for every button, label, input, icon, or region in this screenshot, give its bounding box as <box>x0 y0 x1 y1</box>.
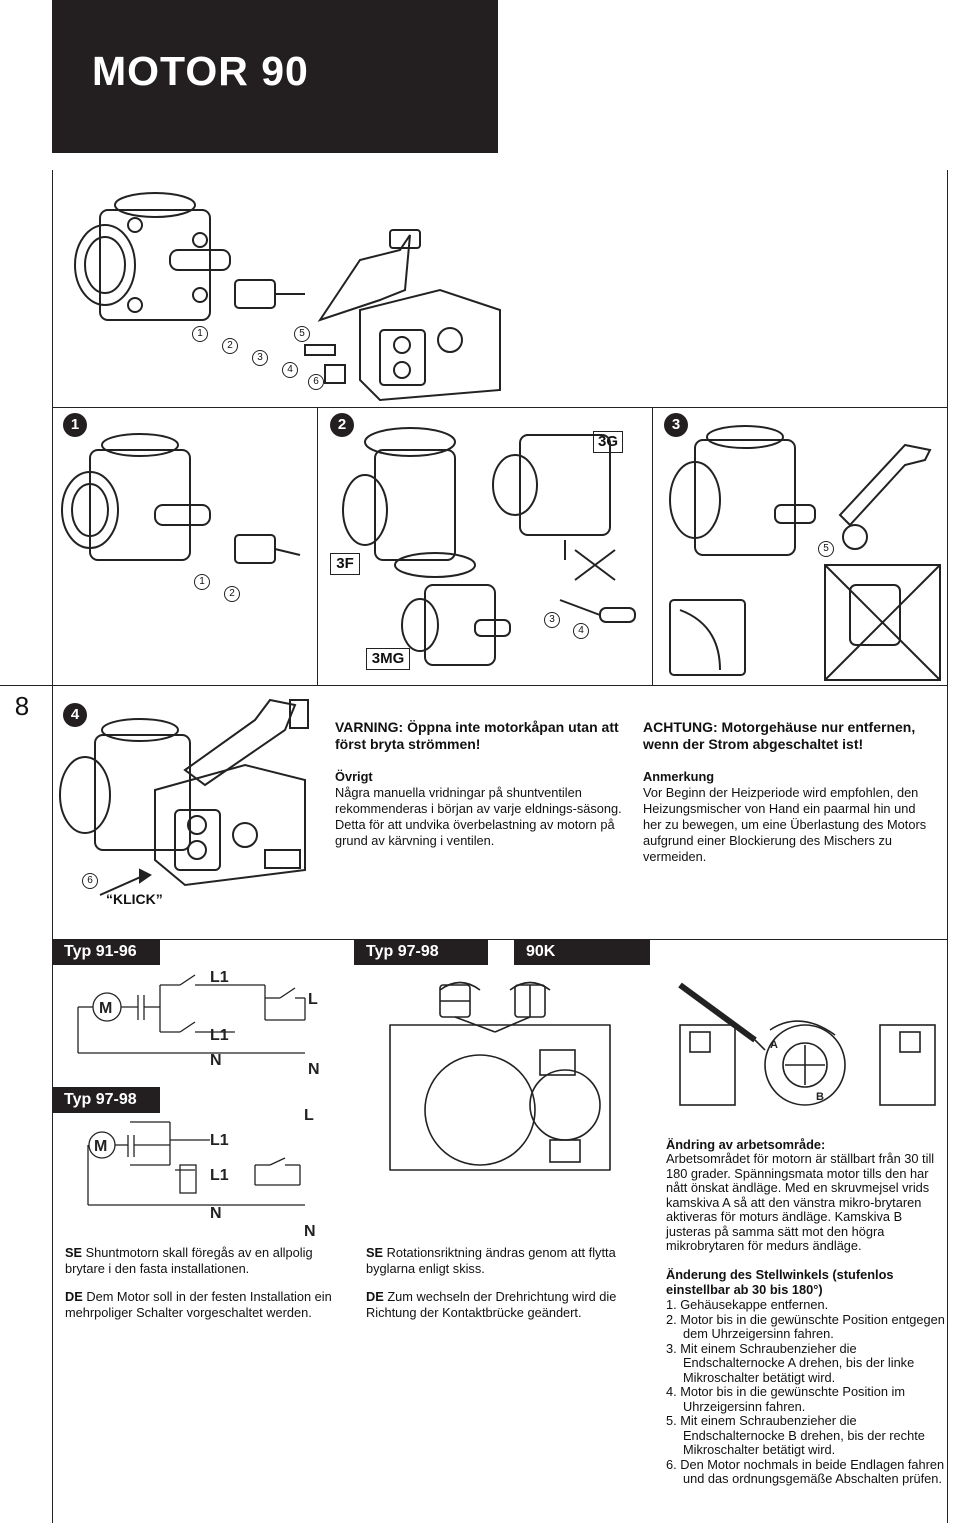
rotation-diagram <box>389 981 611 1171</box>
wiring2-l1-top: L1 <box>210 1132 229 1149</box>
wiring-de-text: DE Dem Motor soll in der festen Installa… <box>65 1289 340 1321</box>
top-callout-5: 5 <box>294 326 310 342</box>
warning-se-heading: VARNING: Öppna inte motorkåpan utan att … <box>335 719 619 752</box>
wiring-de-body: Dem Motor soll in der festen Installatio… <box>65 1289 332 1320</box>
divider-1 <box>52 407 948 408</box>
exploded-view-illustration <box>74 192 501 402</box>
top-callout-2: 2 <box>222 338 238 354</box>
divider-3 <box>52 939 948 940</box>
warning-de-body: Vor Beginn der Heizperiode wird empfohle… <box>643 785 927 864</box>
step-4-badge: 4 <box>63 703 87 727</box>
top-callout-3: 3 <box>252 350 268 366</box>
step-3-illustration <box>669 425 941 681</box>
step-2-callout-3: 3 <box>544 612 560 628</box>
label-3g: 3G <box>593 431 623 453</box>
tab-typ-97-98-rotation: Typ 97-98 <box>354 939 488 965</box>
page-number: 8 <box>0 688 44 724</box>
top-callout-6: 6 <box>308 374 324 390</box>
wiring-se-text: SE Shuntmotorn skall föregås av en allpo… <box>65 1245 340 1277</box>
divider-v2 <box>652 407 653 686</box>
klick-label: “KLICK” <box>106 891 163 907</box>
k90-se-heading: Ändring av arbetsområde: <box>666 1137 826 1152</box>
divider-v1 <box>317 407 318 686</box>
wiring1-n-right: N <box>308 1061 320 1078</box>
warning-de-sub: Anmerkung <box>643 769 715 784</box>
step-1-callout-1: 1 <box>194 574 210 590</box>
wiring2-l: L <box>304 1107 314 1124</box>
divider-2 <box>0 685 948 686</box>
warning-se-sub: Övrigt <box>335 769 373 784</box>
wiring2-l1-bottom: L1 <box>210 1167 229 1184</box>
k90-step-3: 3. Mit einem Schraubenzieher die Endscha… <box>666 1340 915 1385</box>
k90-step-5: 5. Mit einem Schraubenzieher die Endscha… <box>666 1413 925 1457</box>
wiring2-motor-label: M <box>94 1138 107 1155</box>
wiring2-n-right: N <box>304 1223 316 1240</box>
wiring1-n: N <box>210 1052 222 1069</box>
rotation-de-text: DE Zum wechseln der Drehrichtung wird di… <box>366 1289 646 1321</box>
wiring1-motor-label: M <box>99 1000 112 1017</box>
rotation-se-text: SE Rotationsriktning ändras genom att fl… <box>366 1245 646 1277</box>
step-3-badge: 3 <box>664 413 688 437</box>
warning-se-body: Några manuella vridningar på shuntventil… <box>335 785 622 848</box>
wiring-diagram-97-98: M L1 L1 N L N <box>87 1107 316 1240</box>
rotation-de-code: DE <box>366 1289 384 1304</box>
k90-se-body: Arbetsområdet för motorn är ställbart fr… <box>666 1151 935 1253</box>
step-2-callout-4: 4 <box>573 623 589 639</box>
cam-diagram-90k: A B <box>678 982 936 1106</box>
wiring-se-code: SE <box>65 1245 83 1260</box>
wiring-se-body: Shuntmotorn skall föregås av en allpolig… <box>65 1245 313 1276</box>
k90-steps-list: 1. Gehäusekappe entfernen. 2. Motor bis … <box>666 1297 946 1487</box>
cam-label-a: A <box>770 1039 778 1051</box>
step-1-badge: 1 <box>63 413 87 437</box>
step-1-illustration <box>61 433 301 564</box>
rotation-se-body: Rotationsriktning ändras genom att flytt… <box>366 1245 616 1276</box>
step-1-callout-2: 2 <box>224 586 240 602</box>
step-4-illustration <box>59 698 309 896</box>
k90-step-4: 4. Motor bis in die gewünschte Position … <box>666 1384 905 1414</box>
wiring2-n: N <box>210 1205 222 1222</box>
title-block: MOTOR 90 <box>52 0 498 153</box>
tab-90k: 90K <box>514 939 650 965</box>
tab-typ-97-98-wiring: Typ 97-98 <box>52 1087 160 1113</box>
step-4-callout-6: 6 <box>82 873 98 889</box>
wiring1-l1-bottom: L1 <box>210 1027 229 1044</box>
k90-step-6: 6. Den Motor nochmals in beide Endlagen … <box>666 1456 945 1486</box>
top-callout-1: 1 <box>192 326 208 342</box>
label-3mg: 3MG <box>366 648 410 670</box>
cam-label-b: B <box>816 1091 824 1103</box>
step-2-badge: 2 <box>330 413 354 437</box>
wiring-diagram-91-96: M L1 L1 N L N <box>77 969 320 1078</box>
wiring1-l: L <box>308 991 318 1008</box>
wiring1-l1-top: L1 <box>210 969 229 986</box>
frame-left <box>52 170 53 1523</box>
step-2-illustration <box>342 427 636 666</box>
k90-step-2: 2. Motor bis in die gewünschte Position … <box>666 1311 945 1341</box>
top-callout-4: 4 <box>282 362 298 378</box>
rotation-de-body: Zum wechseln der Drehrichtung wird die R… <box>366 1289 617 1320</box>
rotation-se-code: SE <box>366 1245 384 1260</box>
frame-right <box>947 170 948 1523</box>
page-title: MOTOR 90 <box>92 48 309 94</box>
k90-step-1: 1. Gehäusekappe entfernen. <box>666 1297 829 1312</box>
wiring-de-code: DE <box>65 1289 83 1304</box>
step-3-callout-5: 5 <box>818 541 834 557</box>
warning-de-heading: ACHTUNG: Motorgehäuse nur entfernen, wen… <box>643 719 916 752</box>
k90-de-heading: Änderung des Stellwinkels (stufenlos ein… <box>666 1267 894 1297</box>
tab-typ-91-96: Typ 91-96 <box>52 939 160 965</box>
label-3f: 3F <box>330 553 360 575</box>
